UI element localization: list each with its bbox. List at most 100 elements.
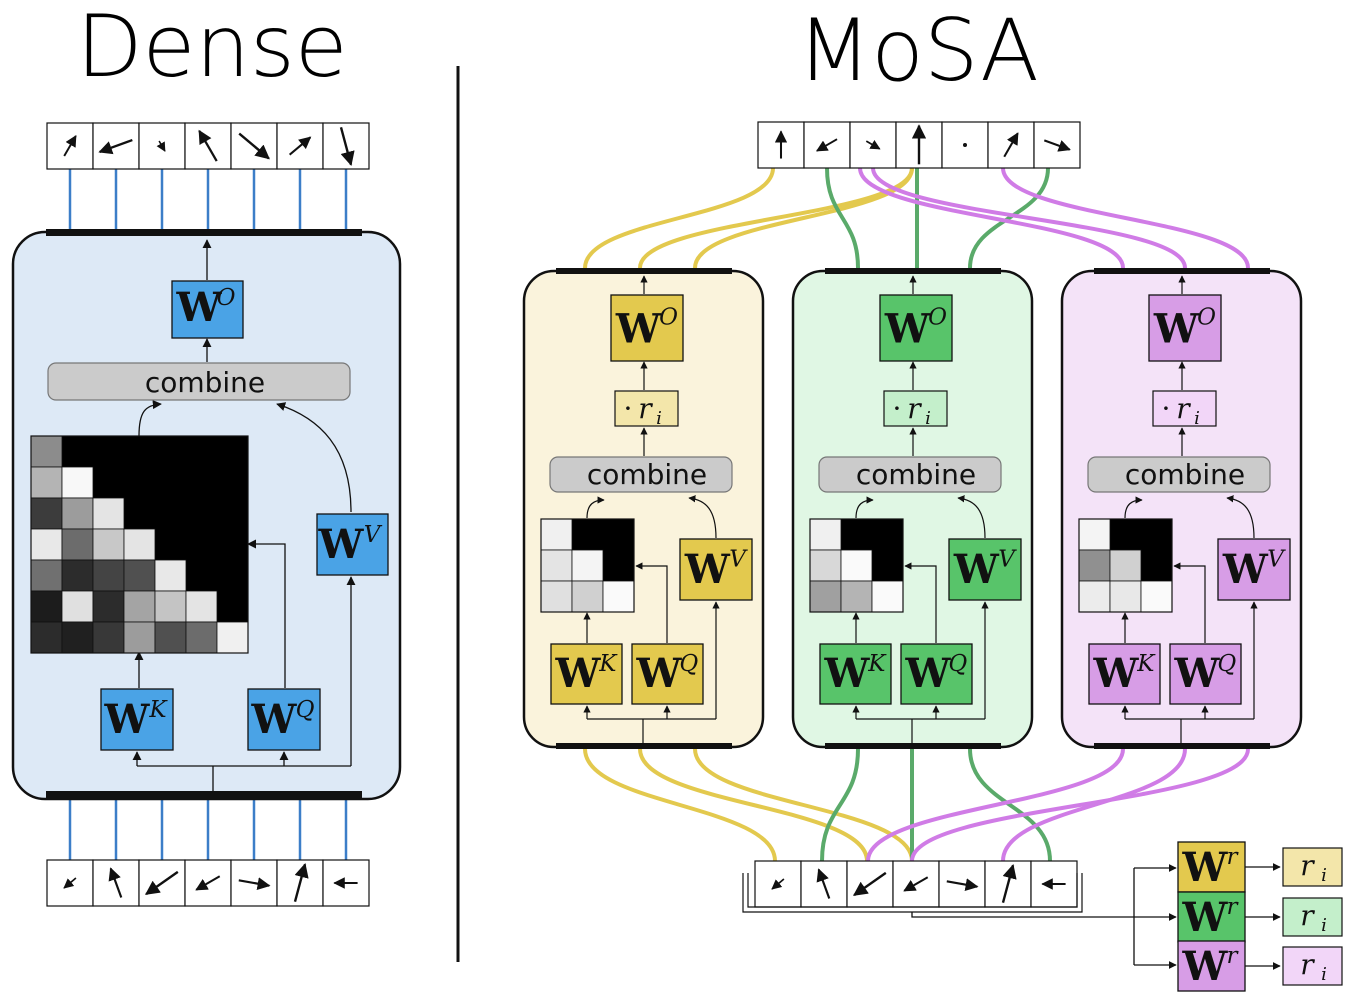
- token-arrow: [815, 138, 838, 152]
- r-sub: i: [1321, 964, 1327, 985]
- dense-out-token-cell: [138, 122, 186, 170]
- w-letter: W: [555, 650, 602, 697]
- attention-cell: [30, 466, 63, 499]
- mosa-out-token-cell: [987, 121, 1035, 169]
- combine-label: combine: [145, 366, 265, 399]
- token-arrow: [903, 876, 929, 892]
- w-letter: W: [1174, 650, 1221, 697]
- attention-cell: [30, 435, 63, 468]
- route-wire: [583, 167, 775, 269]
- head-wo-box: WO: [879, 294, 953, 362]
- route-wire: [820, 748, 860, 862]
- token-arrow: [1043, 139, 1071, 152]
- w-sup: Q: [679, 651, 698, 677]
- head-wo-box: WO: [610, 294, 684, 362]
- token-arrow: [63, 134, 77, 157]
- w-sup: V: [364, 522, 383, 548]
- w-letter: W: [1182, 943, 1229, 990]
- w-letter: W: [1222, 546, 1269, 593]
- mosa-routing-wires: [583, 167, 1250, 862]
- w-sup: Q: [296, 697, 315, 723]
- token-arrow: [865, 139, 881, 150]
- head-combine-box: combine: [549, 456, 733, 493]
- w-letter: W: [1182, 844, 1229, 891]
- w-letter: W: [636, 650, 683, 697]
- route-wire: [693, 167, 914, 269]
- attention-cell: [571, 580, 604, 613]
- mosa-in-token-cell: [846, 860, 894, 908]
- attention-cell: [840, 549, 873, 582]
- mosa-title: MoSA: [797, 1, 1039, 101]
- dense-wo-box: W O: [171, 280, 244, 339]
- route-wire: [910, 748, 1250, 862]
- route-wire: [825, 167, 860, 269]
- attention-cell: [61, 590, 94, 623]
- dense-out-token-cell: [184, 122, 232, 170]
- dense-combine-box: combine: [47, 362, 351, 401]
- attention-cell: [61, 621, 94, 654]
- token-arrow: [946, 878, 979, 892]
- w-letter: W: [251, 696, 298, 743]
- w-letter: W: [1093, 650, 1140, 697]
- w-sup: V: [998, 546, 1017, 572]
- attention-cell: [185, 621, 218, 654]
- r-main: r: [1300, 849, 1315, 882]
- w-letter: W: [1153, 306, 1200, 353]
- head-wo-box: WO: [1148, 294, 1222, 362]
- w-letter: W: [884, 306, 931, 353]
- r-sub: i: [1321, 915, 1327, 936]
- mosa-out-token-cell: [1033, 121, 1081, 169]
- r-main: r: [638, 392, 653, 425]
- dense-out-token-cell: [46, 122, 94, 170]
- mosa-in-token-cell: [892, 860, 940, 908]
- dense-internal-connections: [132, 239, 356, 792]
- dense-input-tokens: [46, 859, 370, 907]
- attention-cell: [61, 466, 94, 499]
- router-bracket: [742, 864, 1177, 969]
- w-sup: K: [867, 651, 887, 677]
- dense-in-token-cell: [184, 859, 232, 907]
- token-arrow: [238, 132, 270, 160]
- token-arrow: [1001, 863, 1017, 903]
- w-letter: W: [684, 546, 731, 593]
- token-arrow: [98, 138, 133, 155]
- mosa-out-token-cell: [757, 121, 805, 169]
- w-sup: O: [217, 285, 236, 311]
- w-letter: W: [104, 696, 151, 743]
- attention-cell: [61, 497, 94, 530]
- dense-title: Dense: [76, 0, 347, 97]
- r-sub: i: [656, 408, 662, 429]
- mosa-out-token-cell: [849, 121, 897, 169]
- mosa-in-token-cell: [800, 860, 848, 908]
- attention-cell: [154, 559, 187, 592]
- r-main: r: [1176, 392, 1191, 425]
- w-letter: W: [824, 650, 871, 697]
- dense-attention-matrix: [30, 435, 249, 654]
- token-arrow: [771, 878, 785, 890]
- token-arrow: [108, 867, 123, 898]
- token-arrow: [852, 871, 887, 897]
- route-wire: [871, 167, 1187, 269]
- mosa-out-token-cell: [941, 121, 989, 169]
- dense-input-bar: [46, 791, 362, 798]
- route-wire: [968, 167, 1050, 269]
- w-letter: W: [905, 650, 952, 697]
- attention-cell: [92, 590, 125, 623]
- route-wire: [1001, 748, 1187, 862]
- mosa-in-token-cell: [754, 860, 802, 908]
- attention-cell: [154, 590, 187, 623]
- w-sup: K: [148, 697, 168, 723]
- attention-cell: [30, 559, 63, 592]
- mosa-input-tokens: [754, 860, 1078, 908]
- attention-cell: [92, 497, 125, 530]
- mosa-in-token-cell: [1030, 860, 1078, 908]
- mosa-in-token-cell: [938, 860, 986, 908]
- w-sup: O: [1197, 305, 1216, 331]
